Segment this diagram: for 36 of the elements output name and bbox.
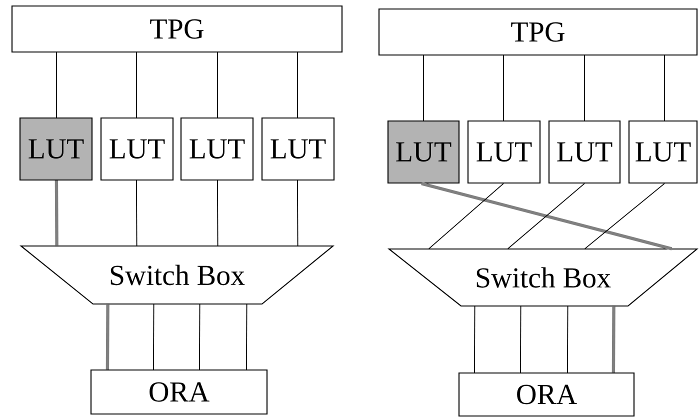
lut-box: LUT [467,120,541,184]
connection-line [584,183,665,250]
connection-line [297,52,298,118]
connection-line [520,306,522,373]
connection-line [56,52,57,118]
connection-line [503,55,504,121]
block-box: ORA [90,369,268,415]
connection-line [664,55,665,121]
connection-line [54,180,58,246]
lut-box: LUT [19,117,93,181]
connection-line [217,52,218,118]
lut-box: LUT [100,117,174,181]
lut-box: LUT [628,120,698,184]
connection-line [199,304,200,370]
connection-line [567,306,568,373]
connection-line [217,180,218,246]
connection-line [246,304,248,370]
connection-line [421,182,672,250]
lut-box: LUT [548,120,621,184]
connection-line [612,306,616,372]
connection-line [136,52,137,118]
connection-line [584,55,585,121]
connection-line [297,180,298,246]
block-box: TPG [378,8,698,56]
block-box: TPG [11,5,343,53]
connection-line [474,306,476,373]
connection-line [136,180,138,246]
block-box: ORA [458,372,635,417]
connection-line [153,304,154,370]
connection-line [423,55,424,121]
connection-line [428,183,504,250]
connection-line [507,183,585,250]
lut-box: LUT [387,120,460,184]
connection-line [106,304,110,370]
lut-box: LUT [180,117,254,181]
lut-box: LUT [261,117,335,181]
